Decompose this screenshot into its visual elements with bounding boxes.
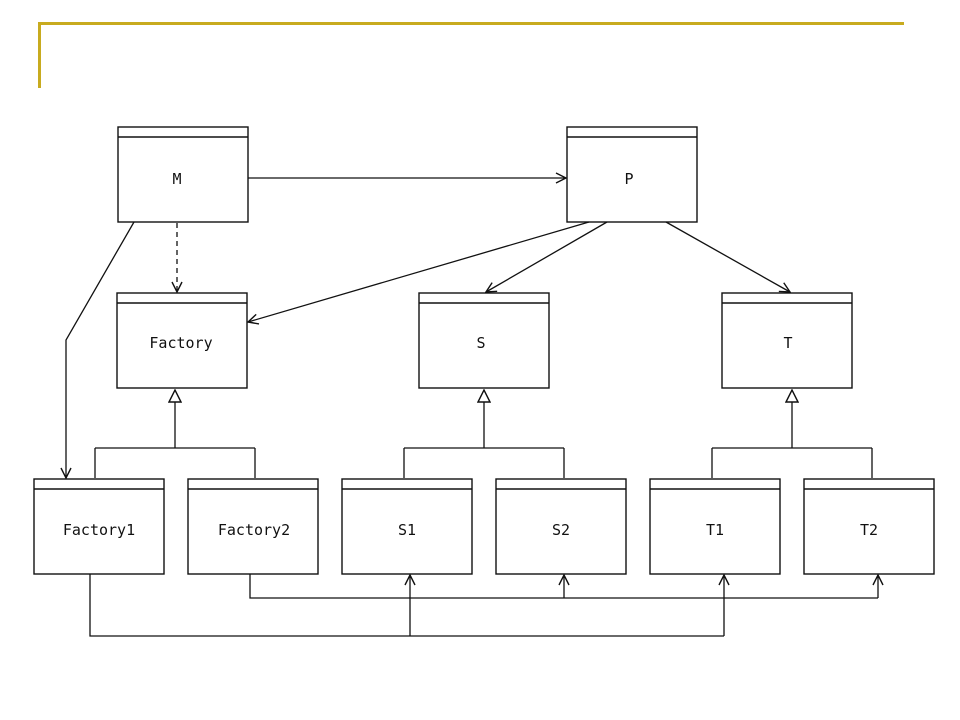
- class-label-s1: S1: [398, 521, 416, 539]
- edges-factory2-creates: [249, 574, 878, 599]
- class-label-t: T: [783, 334, 792, 352]
- class-label-p: P: [624, 170, 633, 188]
- class-label-m: M: [172, 170, 181, 188]
- class-label-t1: T1: [706, 521, 724, 539]
- class-label-factory1: Factory1: [63, 521, 135, 539]
- class-label-factory: Factory: [149, 334, 212, 352]
- title-frame-left-rule: [38, 22, 41, 88]
- class-label-t2: T2: [860, 521, 878, 539]
- class-box-factory2: Factory2: [187, 478, 319, 575]
- class-box-s: S: [418, 292, 550, 389]
- class-box-factory1: Factory1: [33, 478, 165, 575]
- class-box-p: P: [566, 126, 698, 223]
- class-label-s: S: [476, 334, 485, 352]
- inheritance-factory: [94, 390, 256, 478]
- class-label-s2: S2: [552, 521, 570, 539]
- edge-m-to-factory1: [66, 221, 135, 478]
- title-frame-top-rule: [38, 22, 904, 25]
- class-box-t1: T1: [649, 478, 781, 575]
- class-box-t: T: [721, 292, 853, 389]
- edge-p-to-factory: [248, 221, 590, 322]
- class-box-s1: S1: [341, 478, 473, 575]
- edges-factory1-creates: [89, 574, 724, 637]
- class-box-s2: S2: [495, 478, 627, 575]
- class-box-factory: Factory: [116, 292, 248, 389]
- class-box-m: M: [117, 126, 249, 223]
- inheritance-t: [711, 390, 873, 478]
- class-label-factory2: Factory2: [218, 521, 290, 539]
- edge-p-to-s: [486, 221, 608, 292]
- inheritance-s: [403, 390, 565, 478]
- class-box-t2: T2: [803, 478, 935, 575]
- edge-p-to-t: [665, 221, 790, 292]
